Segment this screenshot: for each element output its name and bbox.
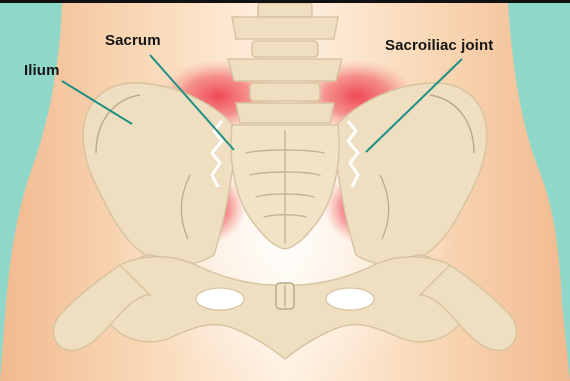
- right-obturator-foramen: [326, 288, 374, 310]
- lumbar-spine: [228, 3, 342, 123]
- sacroiliac-joint-label: Sacroiliac joint: [385, 37, 493, 54]
- left-obturator-foramen: [196, 288, 244, 310]
- sacrum-label: Sacrum: [105, 32, 161, 49]
- pelvis-illustration: [0, 3, 570, 381]
- ilium-label: Ilium: [24, 62, 60, 79]
